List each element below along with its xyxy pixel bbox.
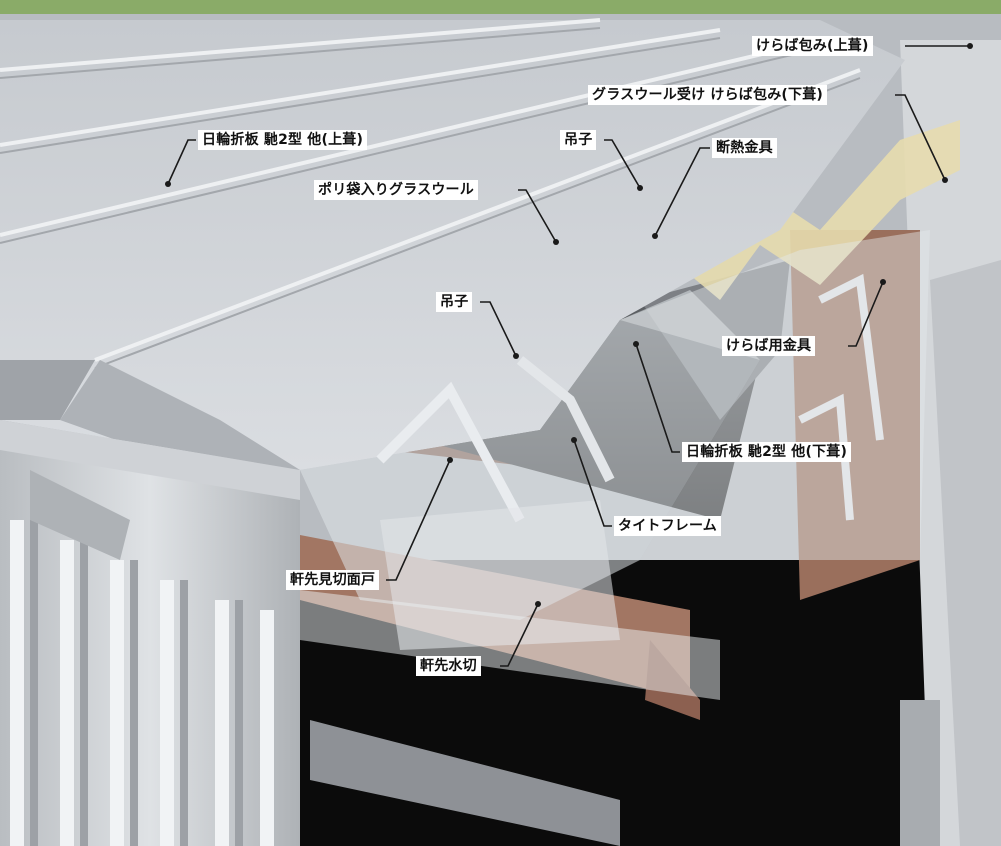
- roof-rib-4: [94, 68, 861, 362]
- beam-column: [900, 700, 940, 846]
- roof-rib-2s: [0, 37, 721, 154]
- roof-rib-3: [0, 43, 801, 237]
- label-glasswool-keraba-lower: グラスウール受け けらば包み(下葺): [588, 85, 827, 105]
- wall-top-trim: [0, 420, 300, 500]
- roof-rib-1s: [0, 27, 601, 79]
- label-insulation-fitting: 断熱金具: [712, 138, 777, 158]
- tight-frame-4: [798, 393, 854, 521]
- front-fold: [60, 360, 300, 470]
- roof-rib-3s: [0, 52, 801, 244]
- wall-gutter: [30, 470, 130, 560]
- label-eaves-flashing: 軒先水切: [416, 656, 481, 676]
- label-eaves-closure: 軒先見切面戸: [286, 570, 380, 590]
- label-hanger-mid: 吊子: [436, 292, 473, 312]
- label-roof-upper: 日輪折板 馳2型 他(上葺): [198, 130, 368, 150]
- label-tight-frame: タイトフレーム: [614, 516, 721, 536]
- purlin-side: [790, 230, 920, 600]
- header-band: [0, 0, 1001, 14]
- roof-illustration: [0, 14, 1001, 846]
- label-poly-glasswool: ポリ袋入りグラスウール: [314, 180, 478, 200]
- roof-rib-2: [0, 28, 721, 147]
- roof-rib-4s: [94, 77, 861, 369]
- label-roof-lower: 日輪折板 馳2型 他(下葺): [682, 442, 852, 462]
- front-fold-face: [0, 360, 95, 420]
- label-keraba-top: けらば包み(上葺): [752, 36, 873, 56]
- tight-frame-3: [818, 273, 884, 441]
- roof-rib-1: [0, 18, 601, 72]
- wall-corrugations: [10, 520, 274, 846]
- beam-lower: [310, 720, 620, 846]
- tight-frame-1: [376, 381, 525, 523]
- label-hanger-top: 吊子: [560, 130, 597, 150]
- label-keraba-fitting: けらば用金具: [722, 336, 816, 356]
- right-fascia-shadow: [930, 260, 1001, 846]
